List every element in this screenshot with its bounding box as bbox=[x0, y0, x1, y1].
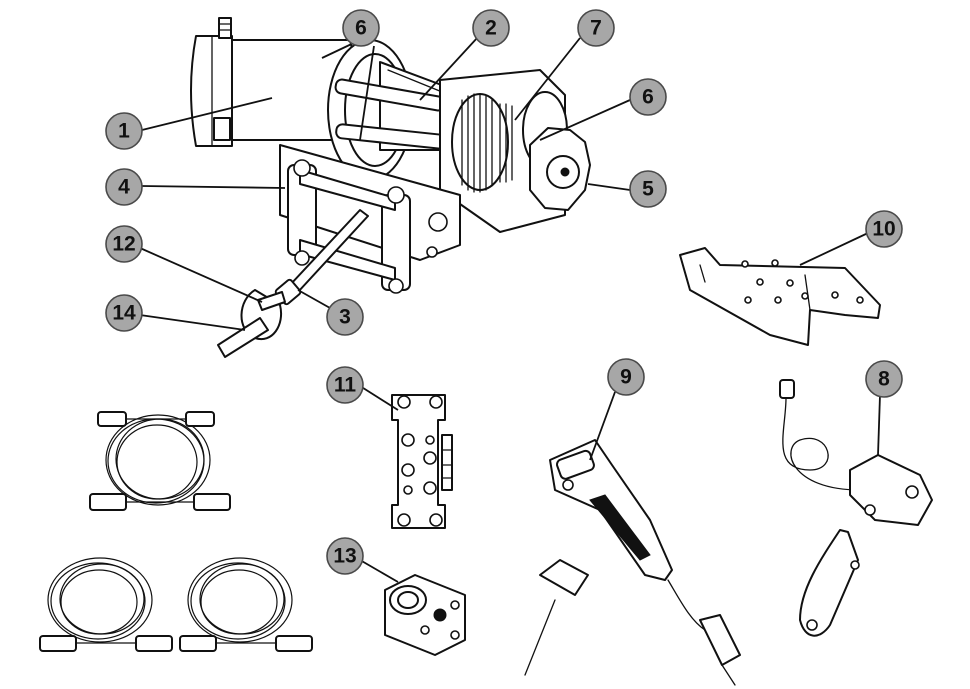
callout-label: 10 bbox=[872, 218, 895, 241]
hook-and-strap bbox=[217, 289, 286, 358]
callout-label: 3 bbox=[339, 306, 351, 329]
callout-6b: 6 bbox=[629, 78, 667, 116]
cable-coil-1 bbox=[89, 411, 231, 511]
cable-coil-3 bbox=[179, 557, 313, 652]
callout-label: 7 bbox=[590, 17, 602, 40]
callout-label: 4 bbox=[118, 176, 130, 199]
callout-11: 11 bbox=[326, 366, 364, 404]
callout-label: 13 bbox=[333, 545, 356, 568]
callout-12: 12 bbox=[105, 225, 143, 263]
callout-10: 10 bbox=[865, 210, 903, 248]
callout-label: 9 bbox=[620, 366, 632, 389]
callout-9: 9 bbox=[607, 358, 645, 396]
winch-rope bbox=[274, 209, 369, 306]
winch-assembly bbox=[190, 17, 591, 358]
callout-label: 5 bbox=[642, 178, 654, 201]
wireless-remote bbox=[779, 379, 933, 637]
cable-coil-2 bbox=[39, 557, 173, 652]
clutch-knob bbox=[529, 127, 591, 211]
callout-label: 11 bbox=[334, 374, 357, 397]
callout-4: 4 bbox=[105, 168, 143, 206]
callout-13: 13 bbox=[326, 537, 364, 575]
callout-label: 2 bbox=[485, 17, 497, 40]
callout-label: 12 bbox=[112, 233, 135, 256]
handheld-remote bbox=[524, 439, 741, 686]
callout-3: 3 bbox=[326, 298, 364, 336]
callout-label: 1 bbox=[118, 120, 130, 143]
mounting-plate bbox=[679, 247, 881, 346]
contactor bbox=[391, 394, 453, 529]
callout-14: 14 bbox=[105, 294, 143, 332]
callout-label: 6 bbox=[642, 86, 654, 109]
callout-1: 1 bbox=[105, 112, 143, 150]
callout-label: 14 bbox=[112, 302, 136, 325]
callout-7: 7 bbox=[577, 9, 615, 47]
callout-label: 8 bbox=[878, 368, 890, 391]
callout-2: 2 bbox=[472, 9, 510, 47]
winch-drum bbox=[327, 39, 457, 181]
switch-mount bbox=[384, 574, 466, 656]
callout-label: 6 bbox=[355, 17, 367, 40]
callout-6a: 6 bbox=[342, 9, 380, 47]
callout-8: 8 bbox=[865, 360, 903, 398]
winch-motor bbox=[190, 17, 357, 147]
roller-fairlead bbox=[279, 144, 461, 294]
callout-5: 5 bbox=[629, 170, 667, 208]
leader-lines bbox=[139, 36, 881, 583]
